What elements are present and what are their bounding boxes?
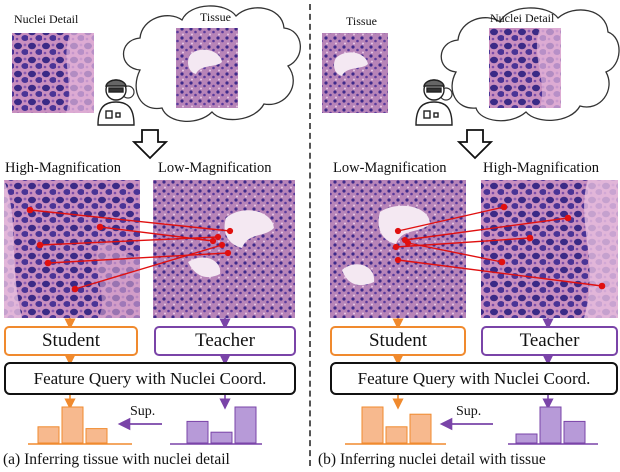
right-student-bar: [361, 406, 384, 444]
left-tissue-image: [176, 28, 238, 108]
left-student-input-label: High-Magnification: [5, 160, 121, 176]
left-caption: (a) Inferring tissue with nuclei detail: [3, 451, 230, 468]
right-teacher-bar: [539, 406, 562, 444]
left-student-image: [4, 180, 140, 318]
left-sup-label: Sup.: [130, 404, 156, 419]
left-tissue-label: Tissue: [200, 10, 231, 24]
left-student-histogram: [37, 406, 108, 444]
right-tissue-image: [322, 33, 388, 113]
right-student-bar: [409, 413, 432, 444]
right-match-lines: [392, 203, 606, 290]
right-teacher-box: Teacher: [481, 326, 618, 356]
left-student-bar: [37, 426, 60, 444]
pathologist-icon: [415, 79, 453, 126]
right-tissue-label: Tissue: [346, 14, 377, 28]
left-teacher-histogram: [186, 406, 257, 444]
right-nuclei-detail-image: [489, 28, 561, 108]
right-teacher-histogram: [515, 406, 586, 444]
right-feature-query-box: Feature Query with Nuclei Coord.: [330, 362, 618, 395]
right-teacher-image: [481, 180, 618, 318]
down-arrow-icon: [456, 129, 494, 160]
right-student-histogram: [361, 406, 432, 444]
right-teacher-bar: [515, 433, 538, 444]
panel-divider: [309, 4, 311, 466]
left-teacher-input-label: Low-Magnification: [158, 160, 272, 176]
left-nuclei-detail-label: Nuclei Detail: [14, 12, 79, 26]
right-student-box: Student: [330, 326, 466, 356]
right-teacher-input-label: High-Magnification: [483, 160, 599, 176]
left-student-box: Student: [4, 326, 138, 356]
left-teacher-box: Teacher: [154, 326, 296, 356]
left-match-lines: [26, 206, 234, 293]
right-teacher-bar: [563, 420, 586, 444]
left-teacher-bar: [234, 406, 257, 444]
left-feature-query-box: Feature Query with Nuclei Coord.: [4, 362, 296, 395]
down-arrow-icon: [131, 129, 169, 160]
left-teacher-image: [153, 180, 295, 318]
left-nuclei-detail-image: [12, 33, 94, 113]
right-student-input-label: Low-Magnification: [333, 160, 447, 176]
pathologist-icon: [97, 79, 135, 126]
left-teacher-bar: [186, 420, 209, 444]
left-teacher-bar: [210, 431, 233, 444]
right-caption: (b) Inferring nuclei detail with tissue: [318, 451, 546, 468]
right-nuclei-detail-label: Nuclei Detail: [490, 11, 555, 25]
left-student-bar: [61, 406, 84, 444]
right-sup-label: Sup.: [456, 404, 482, 419]
right-student-bar: [385, 426, 408, 444]
left-student-bar: [85, 428, 108, 444]
